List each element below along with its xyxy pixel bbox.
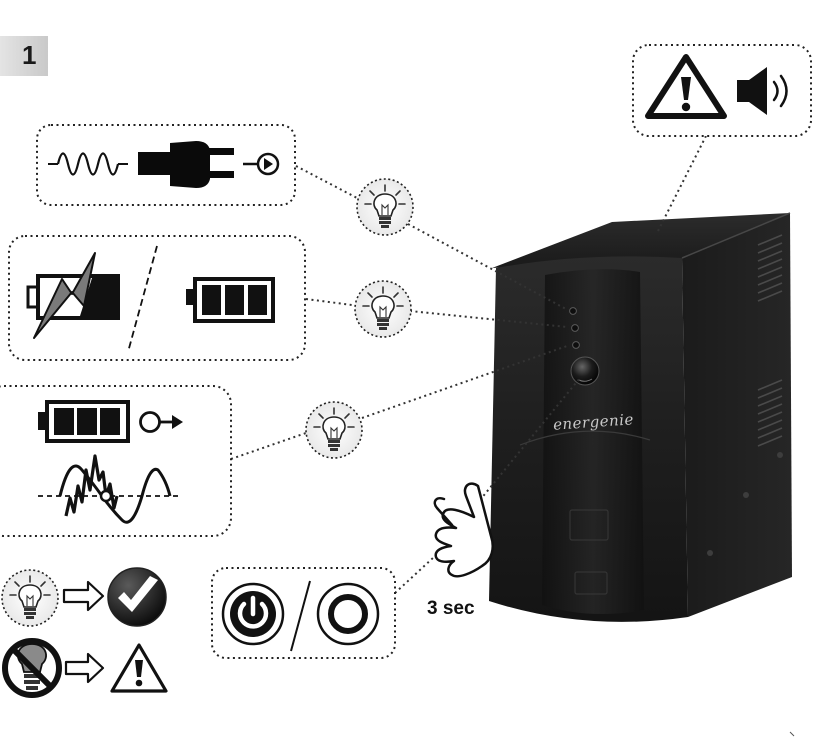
connector-lines [230,135,707,594]
warning-triangle-icon [110,643,168,693]
indicator-bulb-2 [354,280,412,338]
ups-front-panel [542,269,644,614]
ups-led-1 [569,307,577,315]
legend-fault-row [2,638,168,698]
ups-top-face [492,213,790,268]
ups-side-vent [757,234,783,447]
indicator-bulb-3 [305,401,363,459]
battery-full-icon [38,400,130,443]
hand-press-icon [433,482,494,578]
power-switch-callout [211,567,396,659]
arrow-right-icon [62,580,105,612]
divider-slash [127,245,158,353]
step-number: 1 [22,40,37,70]
legend-ok-row [1,567,167,627]
ups-power-button[interactable] [570,356,600,386]
ups-side-screw [777,452,783,458]
speaker-icon [737,67,788,115]
alarm-callout [632,44,812,137]
alarm-callout-box [632,44,812,137]
power-plug-icon [138,141,234,188]
ups-front-slot [574,571,608,595]
ups-device [489,212,792,622]
indicator-bulb-1 [356,178,414,236]
battery-status-callout [8,235,306,361]
power-off-icon [316,582,380,646]
power-on-icon [221,582,285,646]
distorted-waveform-icon [38,454,180,524]
output-arrow-icon [243,152,280,176]
output-arrow-icon [139,411,183,433]
battery-charging-icon [26,252,120,339]
ac-sine-wave-icon [48,152,128,176]
led-off-icon [2,638,62,698]
led-lit-icon [1,569,59,627]
warning-triangle-icon [645,54,727,119]
checkmark-badge-icon [107,567,167,627]
step-tab [0,36,48,76]
ups-front-slot [569,509,609,541]
mains-power-callout [36,124,296,206]
ups-side-screw [707,550,713,556]
ups-side-screw [743,492,749,498]
scan-artifact [789,731,795,737]
arrow-right-icon [64,652,105,684]
hold-duration-label: 3 sec [427,598,475,619]
ups-side-face [682,213,792,617]
ups-led-2 [571,324,579,332]
divider-slash [290,580,311,652]
ups-led-3 [572,341,580,349]
battery-full-icon [186,277,275,323]
battery-status-callout-box [8,235,306,361]
battery-mode-callout [0,385,232,537]
